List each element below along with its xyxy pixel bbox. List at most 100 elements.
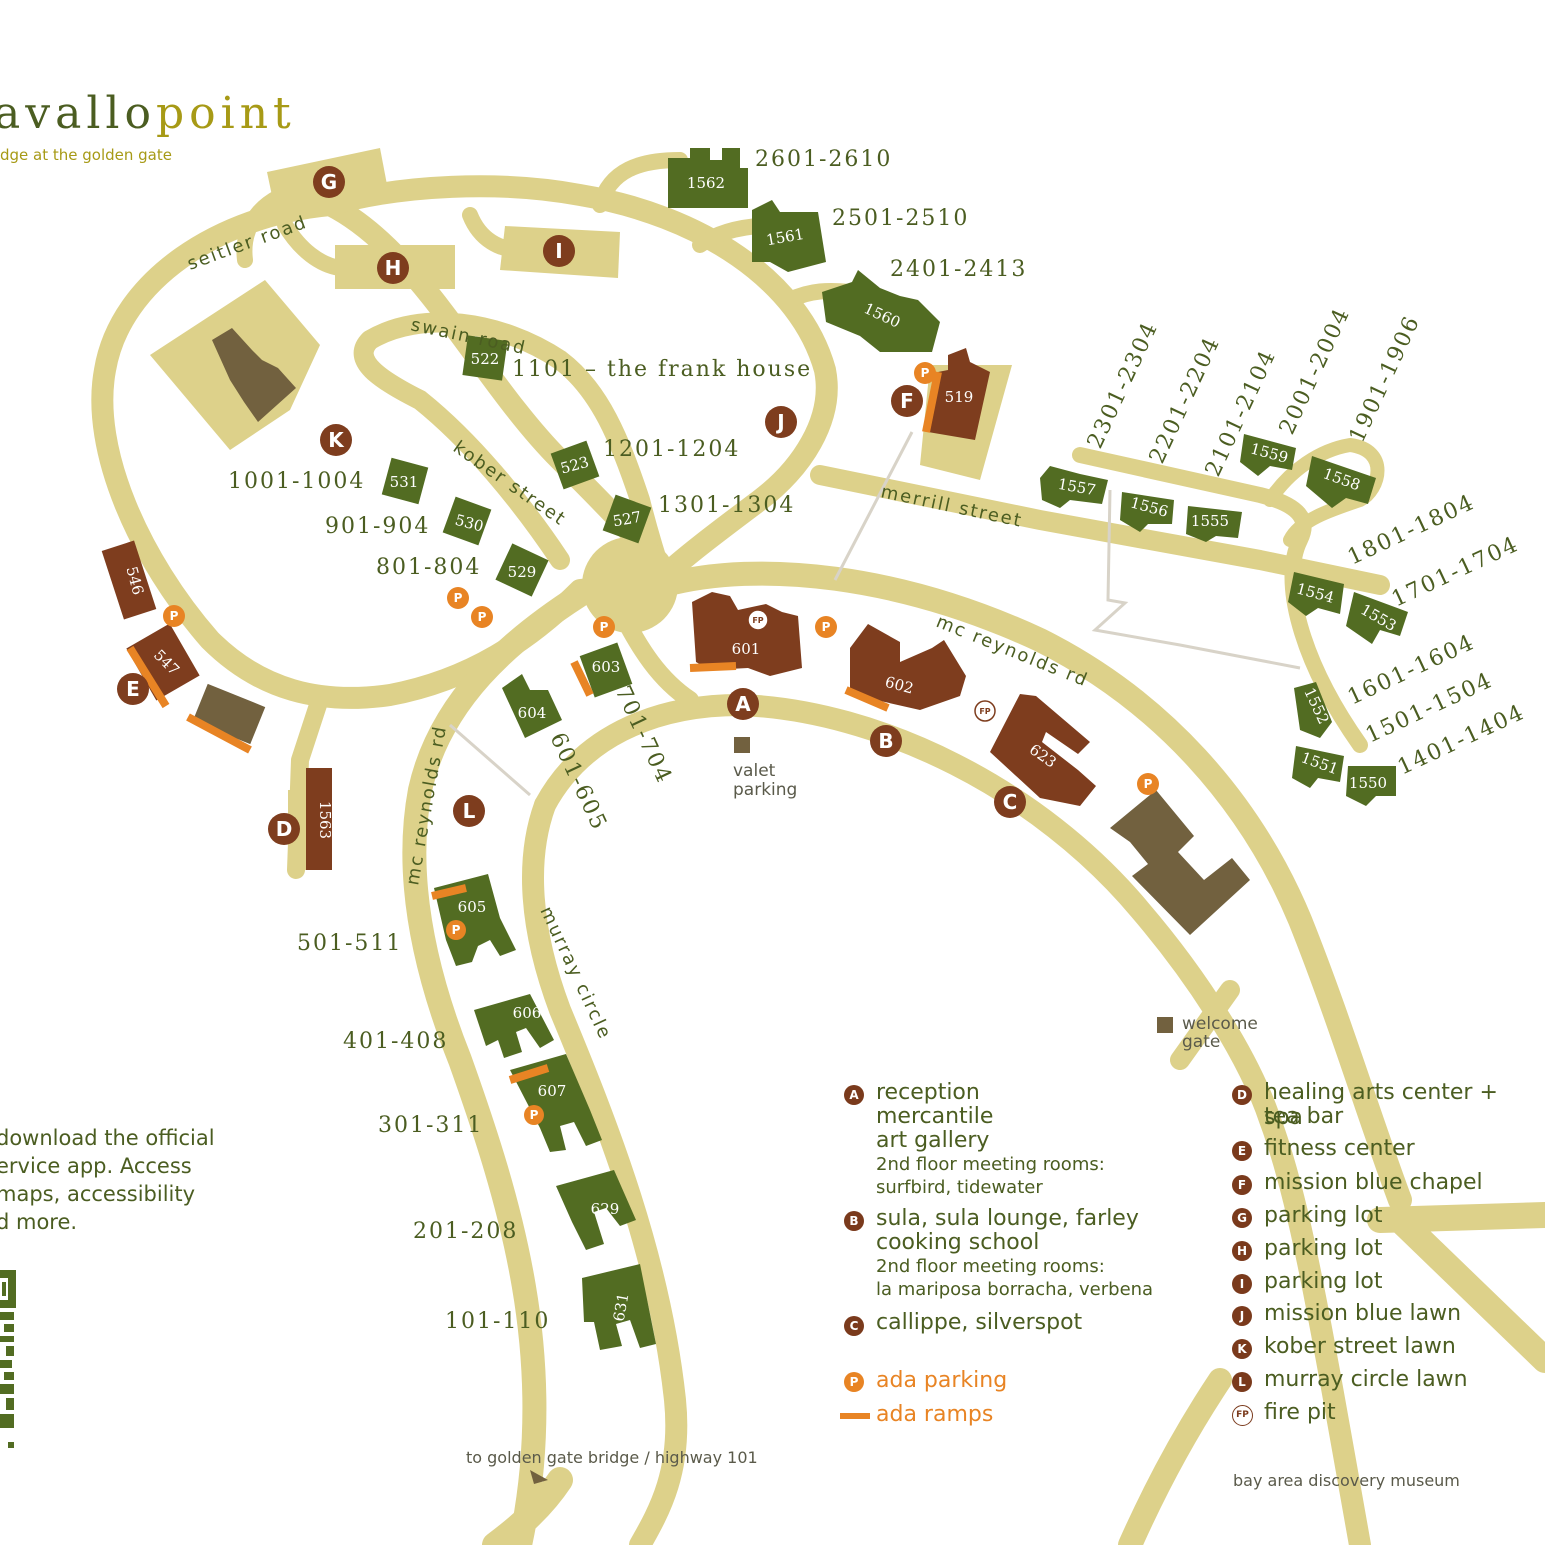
app-promo-line: ervice app. Access bbox=[0, 1154, 192, 1178]
building-606 bbox=[474, 994, 554, 1058]
svg-text:A: A bbox=[735, 692, 751, 716]
ada-ramp-607 bbox=[508, 1064, 550, 1084]
marker-g[interactable]: G bbox=[313, 166, 345, 198]
central-plaza bbox=[582, 537, 678, 633]
building-607 bbox=[510, 1054, 602, 1152]
building-1550 bbox=[1346, 766, 1396, 806]
ada-parking-607: P bbox=[524, 1105, 544, 1125]
svg-text:B: B bbox=[878, 729, 893, 753]
range-1201: 1201-1204 bbox=[603, 437, 740, 462]
range-901: 901-904 bbox=[325, 514, 430, 539]
label-607: 607 bbox=[538, 1082, 567, 1100]
building-523 bbox=[550, 440, 600, 490]
building-1554 bbox=[1288, 572, 1344, 616]
label-629: 629 bbox=[591, 1200, 620, 1218]
svg-text:I: I bbox=[555, 239, 562, 263]
range-801: 801-804 bbox=[376, 555, 481, 580]
svg-text:P: P bbox=[478, 610, 487, 624]
legend-d-line1: healing arts center + spa bbox=[1264, 1080, 1498, 1130]
svg-text:P: P bbox=[452, 923, 461, 937]
brown-buildings bbox=[101, 348, 1096, 870]
brand-part-2: point bbox=[155, 88, 296, 139]
brand-name: avallopoint bbox=[0, 88, 296, 139]
legend-badge-fp: FP bbox=[1232, 1405, 1253, 1426]
letter-markers: G H I J K F E D L A B C bbox=[117, 166, 1026, 845]
label-606: 606 bbox=[513, 1004, 542, 1022]
legend-badge-a: A bbox=[844, 1085, 864, 1105]
marker-d[interactable]: D bbox=[268, 813, 300, 845]
ada-parking-546: P bbox=[163, 605, 185, 627]
building-605 bbox=[434, 874, 516, 966]
range-401: 401-408 bbox=[343, 1029, 448, 1054]
svg-text:P: P bbox=[170, 609, 179, 623]
ada-parking-601: P bbox=[815, 616, 837, 638]
marker-c[interactable]: C bbox=[994, 786, 1026, 818]
legend-badge-j: J bbox=[1232, 1306, 1252, 1326]
marker-j[interactable]: J bbox=[765, 406, 797, 438]
building-530 bbox=[442, 496, 492, 546]
legend-badge-f: F bbox=[1232, 1175, 1252, 1195]
app-promo-line: d more. bbox=[0, 1210, 78, 1234]
ada-parking-623: P bbox=[1137, 773, 1159, 795]
ada-parking-markers: P P P P P P P P P bbox=[163, 362, 1159, 1125]
marker-i[interactable]: I bbox=[543, 235, 575, 267]
road-mcreynolds-west bbox=[402, 583, 592, 1545]
road-spur-top bbox=[592, 152, 688, 213]
ada-parking-801a: P bbox=[447, 587, 469, 609]
building-1559 bbox=[1240, 434, 1296, 476]
legend-badge-l: L bbox=[1232, 1372, 1252, 1392]
building-gray-e bbox=[192, 683, 266, 745]
legend-badge-i: I bbox=[1232, 1274, 1252, 1294]
svg-text:F: F bbox=[900, 389, 914, 413]
building-frank-house bbox=[212, 328, 296, 422]
valet-square bbox=[734, 737, 750, 753]
road-seitler-loop bbox=[91, 194, 681, 709]
svg-text:L: L bbox=[463, 799, 476, 823]
marker-b[interactable]: B bbox=[870, 725, 902, 757]
ada-ramp-601 bbox=[689, 662, 737, 672]
road-label-merrill: merrill street bbox=[879, 481, 1025, 532]
building-1556 bbox=[1120, 492, 1174, 532]
svg-text:P: P bbox=[454, 591, 463, 605]
legend-k-label: kober street lawn bbox=[1264, 1334, 1456, 1359]
app-promo: download the official ervice app. Access… bbox=[0, 1124, 215, 1236]
ada-ramp-547 bbox=[126, 645, 170, 709]
legend-j-label: mission blue lawn bbox=[1264, 1301, 1462, 1326]
to-bridge-label: to golden gate bridge / highway 101 bbox=[466, 1448, 758, 1467]
building-1561 bbox=[752, 200, 826, 272]
road-merrill bbox=[810, 465, 1390, 595]
marker-k[interactable]: K bbox=[320, 424, 352, 456]
svg-text:E: E bbox=[126, 677, 140, 701]
road-inner-arc bbox=[534, 694, 1371, 1545]
legend-f-label: mission blue chapel bbox=[1264, 1170, 1483, 1195]
ada-ramps bbox=[126, 371, 942, 1084]
welcome-square bbox=[1157, 1017, 1173, 1033]
legend-ada-parking: ada parking bbox=[876, 1368, 1008, 1393]
marker-e[interactable]: E bbox=[117, 673, 149, 705]
footpath-east bbox=[1091, 489, 1301, 670]
road-east-hook bbox=[1263, 438, 1385, 547]
label-601: 601 bbox=[732, 640, 761, 658]
building-519 bbox=[928, 348, 990, 440]
ada-parking-603: P bbox=[593, 616, 615, 638]
marker-l[interactable]: L bbox=[453, 795, 485, 827]
marker-f[interactable]: F bbox=[891, 385, 923, 417]
legend-a-line1: reception bbox=[876, 1080, 980, 1105]
label-527: 527 bbox=[611, 508, 642, 531]
marker-h[interactable]: H bbox=[377, 252, 409, 284]
marker-a[interactable]: A bbox=[727, 688, 759, 720]
brand-tagline: dge at the golden gate bbox=[0, 146, 172, 164]
footpath-l bbox=[449, 723, 531, 797]
svg-text:C: C bbox=[1003, 790, 1018, 814]
range-1901: 1901-1906 bbox=[1345, 311, 1426, 446]
legend-e-label: fitness center bbox=[1264, 1136, 1415, 1161]
label-605: 605 bbox=[458, 898, 487, 916]
legend-b-small1: 2nd floor meeting rooms: bbox=[876, 1256, 1105, 1277]
legend-c-line1: callippe, silverspot bbox=[876, 1310, 1083, 1335]
range-2601: 2601-2610 bbox=[755, 147, 892, 172]
road-se-branch bbox=[1170, 980, 1240, 1070]
legend-i-label: parking lot bbox=[1264, 1269, 1383, 1294]
welcome-label-2: gate bbox=[1182, 1032, 1220, 1052]
legend-badge-p: P bbox=[844, 1372, 864, 1392]
building-1560 bbox=[822, 270, 940, 352]
